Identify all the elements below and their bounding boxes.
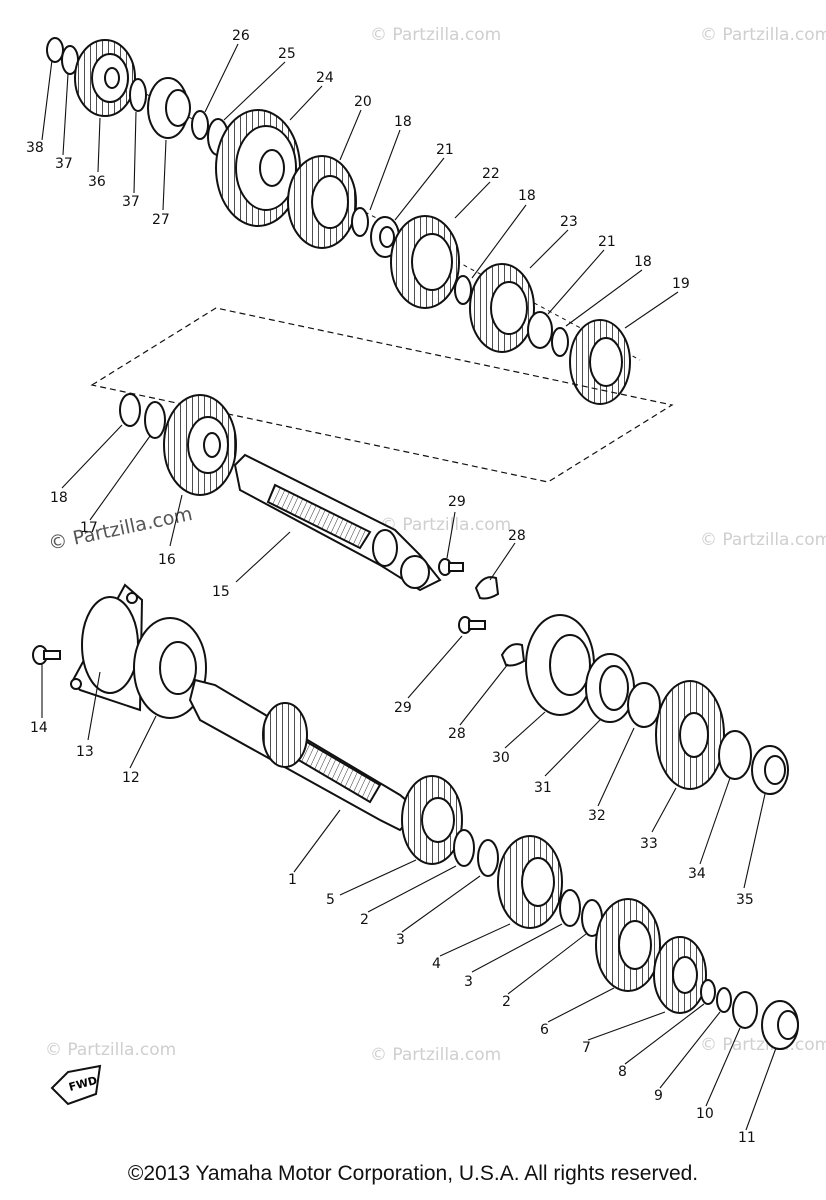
callouts: 38 37 36 37 27 26 25 24 20 18 21 22 18 2… — [26, 28, 756, 1146]
callout-18: 18 — [50, 490, 68, 506]
callout-26: 26 — [232, 28, 250, 44]
circlip-26 — [191, 110, 209, 140]
circlip-3 — [477, 839, 499, 877]
upper-shaft-group — [46, 37, 641, 405]
callout-18: 18 — [518, 188, 536, 204]
callout-13: 13 — [76, 744, 94, 760]
watermark: © Partzilla.com — [700, 530, 826, 550]
callout-3: 3 — [464, 974, 473, 990]
callout-6: 6 — [540, 1022, 549, 1038]
callout-21: 21 — [436, 142, 454, 158]
stopper-plate-28 — [474, 576, 500, 600]
callout-29: 29 — [394, 700, 412, 716]
callout-10: 10 — [696, 1106, 714, 1122]
callout-3: 3 — [396, 932, 405, 948]
callout-31: 31 — [534, 780, 552, 796]
callout-16: 16 — [158, 552, 176, 568]
callout-2: 2 — [502, 994, 511, 1010]
callout-27: 27 — [152, 212, 170, 228]
callout-22: 22 — [482, 166, 500, 182]
watermark: © Partzilla.com — [46, 503, 194, 555]
washer-8 — [700, 979, 716, 1005]
callout-37: 37 — [122, 194, 140, 210]
watermark: © Partzilla.com — [45, 1040, 176, 1060]
circlip-38 — [46, 37, 64, 63]
stopper-plate-28 — [500, 643, 526, 667]
callout-32: 32 — [588, 808, 606, 824]
circlip-18 — [351, 207, 369, 237]
callout-30: 30 — [492, 750, 510, 766]
callout-38: 38 — [26, 140, 44, 156]
callout-28: 28 — [448, 726, 466, 742]
splined-washer-21 — [527, 311, 553, 349]
callout-18: 18 — [394, 114, 412, 130]
bolt-14 — [32, 645, 61, 665]
callout-4: 4 — [432, 956, 441, 972]
lower-shaft-group — [32, 583, 799, 1050]
circlip-18 — [551, 327, 569, 357]
washer-2 — [453, 829, 475, 867]
watermark: © Partzilla.com — [380, 515, 511, 535]
callout-33: 33 — [640, 836, 658, 852]
callout-21: 21 — [598, 234, 616, 250]
washer-37 — [129, 78, 147, 112]
watermarks: © Partzilla.com © Partzilla.com © Partzi… — [45, 25, 826, 1065]
callout-25: 25 — [278, 46, 296, 62]
output-group — [458, 614, 789, 795]
copyright-notice: ©2013 Yamaha Motor Corporation, U.S.A. A… — [127, 1162, 699, 1185]
callout-19: 19 — [672, 276, 690, 292]
callout-1: 1 — [288, 872, 297, 888]
circlip-3 — [559, 889, 581, 927]
callout-17: 17 — [80, 520, 98, 536]
watermark: © Partzilla.com — [700, 25, 826, 45]
callout-18: 18 — [634, 254, 652, 270]
circlip-18 — [454, 275, 472, 305]
callout-36: 36 — [88, 174, 106, 190]
bolt-29 — [458, 616, 486, 634]
callout-14: 14 — [30, 720, 48, 736]
callout-37: 37 — [55, 156, 73, 172]
callout-24: 24 — [316, 70, 334, 86]
callout-12: 12 — [122, 770, 140, 786]
callout-7: 7 — [582, 1040, 591, 1056]
callout-11: 11 — [738, 1130, 756, 1146]
callout-28: 28 — [508, 528, 526, 544]
lock-washer-34 — [718, 730, 752, 780]
washer-17 — [144, 401, 166, 439]
bolt-29 — [438, 558, 464, 576]
leader-lines — [41, 43, 777, 1131]
collar-32 — [627, 682, 661, 728]
watermark: © Partzilla.com — [370, 25, 501, 45]
callout-9: 9 — [654, 1088, 663, 1104]
callout-35: 35 — [736, 892, 754, 908]
watermark: © Partzilla.com — [370, 1045, 501, 1065]
forward-arrow-icon: FWD — [50, 1064, 102, 1106]
washer-10 — [732, 991, 758, 1029]
callout-15: 15 — [212, 584, 230, 600]
callout-29: 29 — [448, 494, 466, 510]
circlip-9 — [716, 987, 732, 1013]
callout-34: 34 — [688, 866, 706, 882]
callout-2: 2 — [360, 912, 369, 928]
shaft-15-group — [119, 393, 500, 600]
subassembly-outline — [90, 307, 674, 483]
callout-5: 5 — [326, 892, 335, 908]
callout-20: 20 — [354, 94, 372, 110]
circlip-18 — [119, 393, 141, 427]
callout-8: 8 — [618, 1064, 627, 1080]
callout-23: 23 — [560, 214, 578, 230]
watermark: © Partzilla.com — [700, 1035, 826, 1055]
